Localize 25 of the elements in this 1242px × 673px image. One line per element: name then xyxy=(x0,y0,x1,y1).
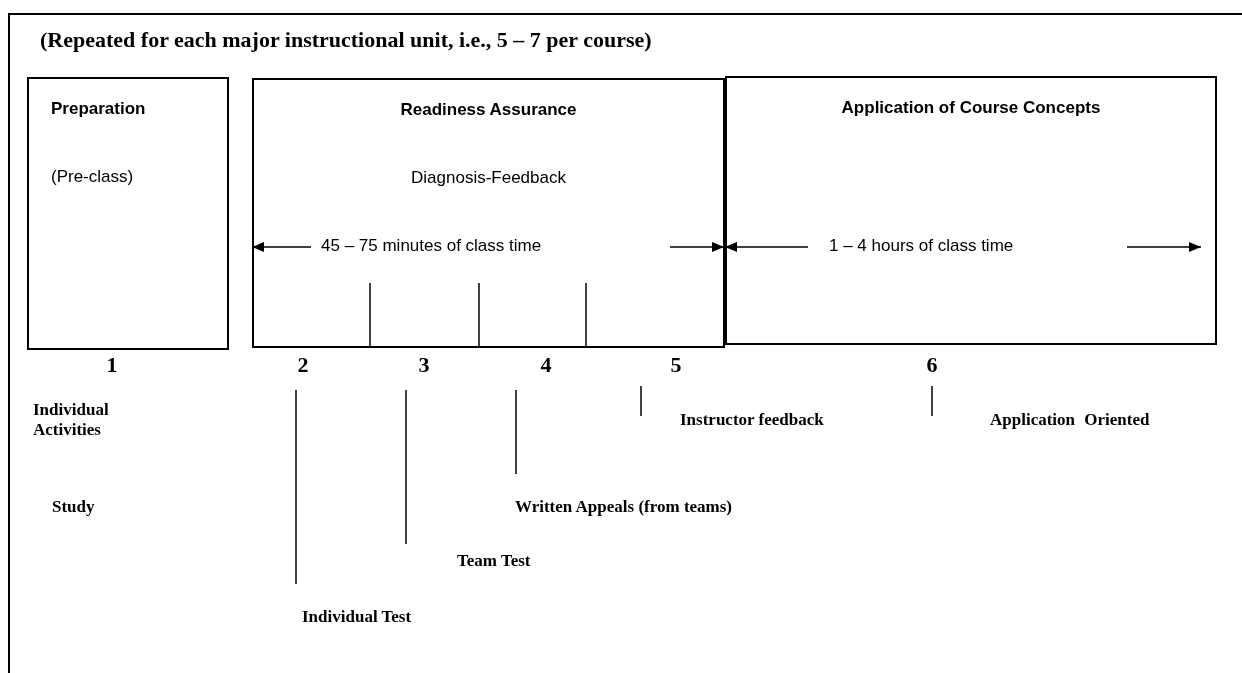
heading: (Repeated for each major instructional unit, i.e., 5 – 7 per course) xyxy=(40,27,652,54)
activity-label: Application Oriented xyxy=(990,410,1150,431)
stage-box xyxy=(27,77,229,350)
box-subtitle: (Pre-class) xyxy=(51,167,134,188)
stage-number: 2 xyxy=(297,352,309,379)
activity-label: Study xyxy=(52,497,95,518)
stage-number: 5 xyxy=(670,352,682,379)
duration-text: 1 – 4 hours of class time xyxy=(829,236,1014,257)
duration-text: 45 – 75 minutes of class time xyxy=(321,236,542,257)
activity-label: Team Test xyxy=(457,551,531,572)
stage-number: 1 xyxy=(106,352,118,379)
stage-number: 6 xyxy=(926,352,938,379)
box-subtitle: Diagnosis-Feedback xyxy=(410,168,567,189)
stage-number: 4 xyxy=(540,352,552,379)
box-title: Readiness Assurance xyxy=(399,100,578,121)
box-title: Preparation xyxy=(51,99,146,120)
activity-label: Written Appeals (from teams) xyxy=(515,497,733,518)
outer-frame xyxy=(8,13,1242,673)
stage-box xyxy=(725,76,1217,345)
stage-box xyxy=(252,78,725,348)
stage-number: 3 xyxy=(418,352,430,379)
box-title: Application of Course Concepts xyxy=(840,98,1102,119)
activity-label: Individual Test xyxy=(302,607,412,628)
activity-label: Individual Activities xyxy=(33,400,110,441)
activity-label: Instructor feedback xyxy=(680,410,824,431)
